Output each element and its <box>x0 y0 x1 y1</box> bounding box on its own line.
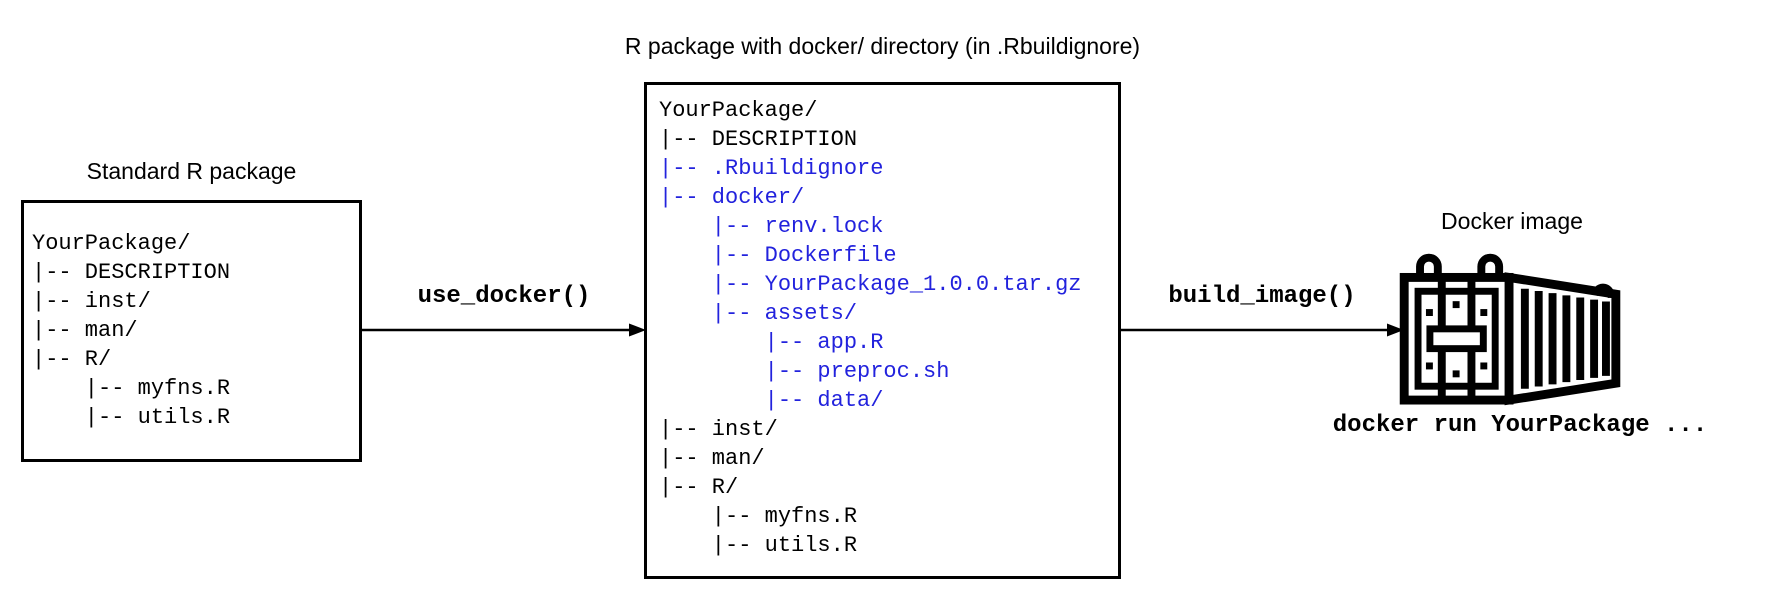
left-panel-title: Standard R package <box>86 158 297 184</box>
tree-line: |-- DESCRIPTION <box>659 127 858 152</box>
docker-image-title: Docker image <box>1441 208 1583 234</box>
tree-line: |-- YourPackage_1.0.0.tar.gz <box>659 272 1082 297</box>
tree-line: |-- inst/ <box>32 289 151 314</box>
tree-line: |-- data/ <box>659 388 884 413</box>
tree-line: |-- app.R <box>659 330 884 355</box>
tree-line: |-- utils.R <box>32 405 231 430</box>
use-docker-arrow-icon <box>362 323 646 337</box>
build-image-arrow-icon <box>1120 323 1404 337</box>
tree-line: |-- man/ <box>659 446 765 471</box>
docker-package-box: YourPackage/ |-- DESCRIPTION |-- .Rbuildig… <box>644 82 1121 579</box>
tree-line: |-- inst/ <box>659 417 778 442</box>
standard-package-file-tree: YourPackage/ |-- DESCRIPTION |-- inst/ |-- … <box>24 203 359 432</box>
tree-line: |-- R/ <box>659 475 739 500</box>
tree-line: |-- utils.R <box>659 533 858 558</box>
docker-run-caption: docker run YourPackage ... <box>1332 412 1708 439</box>
standard-package-box: YourPackage/ |-- DESCRIPTION |-- inst/ |-- … <box>21 200 362 462</box>
shipping-container-icon <box>1399 253 1621 406</box>
tree-line: |-- renv.lock <box>659 214 884 239</box>
tree-line: |-- myfns.R <box>32 376 231 401</box>
tree-line: |-- .Rbuildignore <box>659 156 884 181</box>
build-image-label: build_image() <box>1168 283 1356 310</box>
tree-line: |-- docker/ <box>659 185 805 210</box>
docker-package-file-tree: YourPackage/ |-- DESCRIPTION |-- .Rbuildig… <box>647 85 1118 560</box>
tree-line: |-- R/ <box>32 347 112 372</box>
tree-line: |-- assets/ <box>659 301 858 326</box>
tree-line: |-- preproc.sh <box>659 359 950 384</box>
tree-line: YourPackage/ <box>659 98 818 123</box>
use-docker-label: use_docker() <box>417 283 591 310</box>
tree-line: |-- myfns.R <box>659 504 858 529</box>
tree-line: |-- man/ <box>32 318 138 343</box>
tree-line: |-- DESCRIPTION <box>32 260 231 285</box>
tree-line: |-- Dockerfile <box>659 243 897 268</box>
tree-line: YourPackage/ <box>32 231 191 256</box>
middle-panel-title: R package with docker/ directory (in .Rb… <box>624 33 1141 59</box>
